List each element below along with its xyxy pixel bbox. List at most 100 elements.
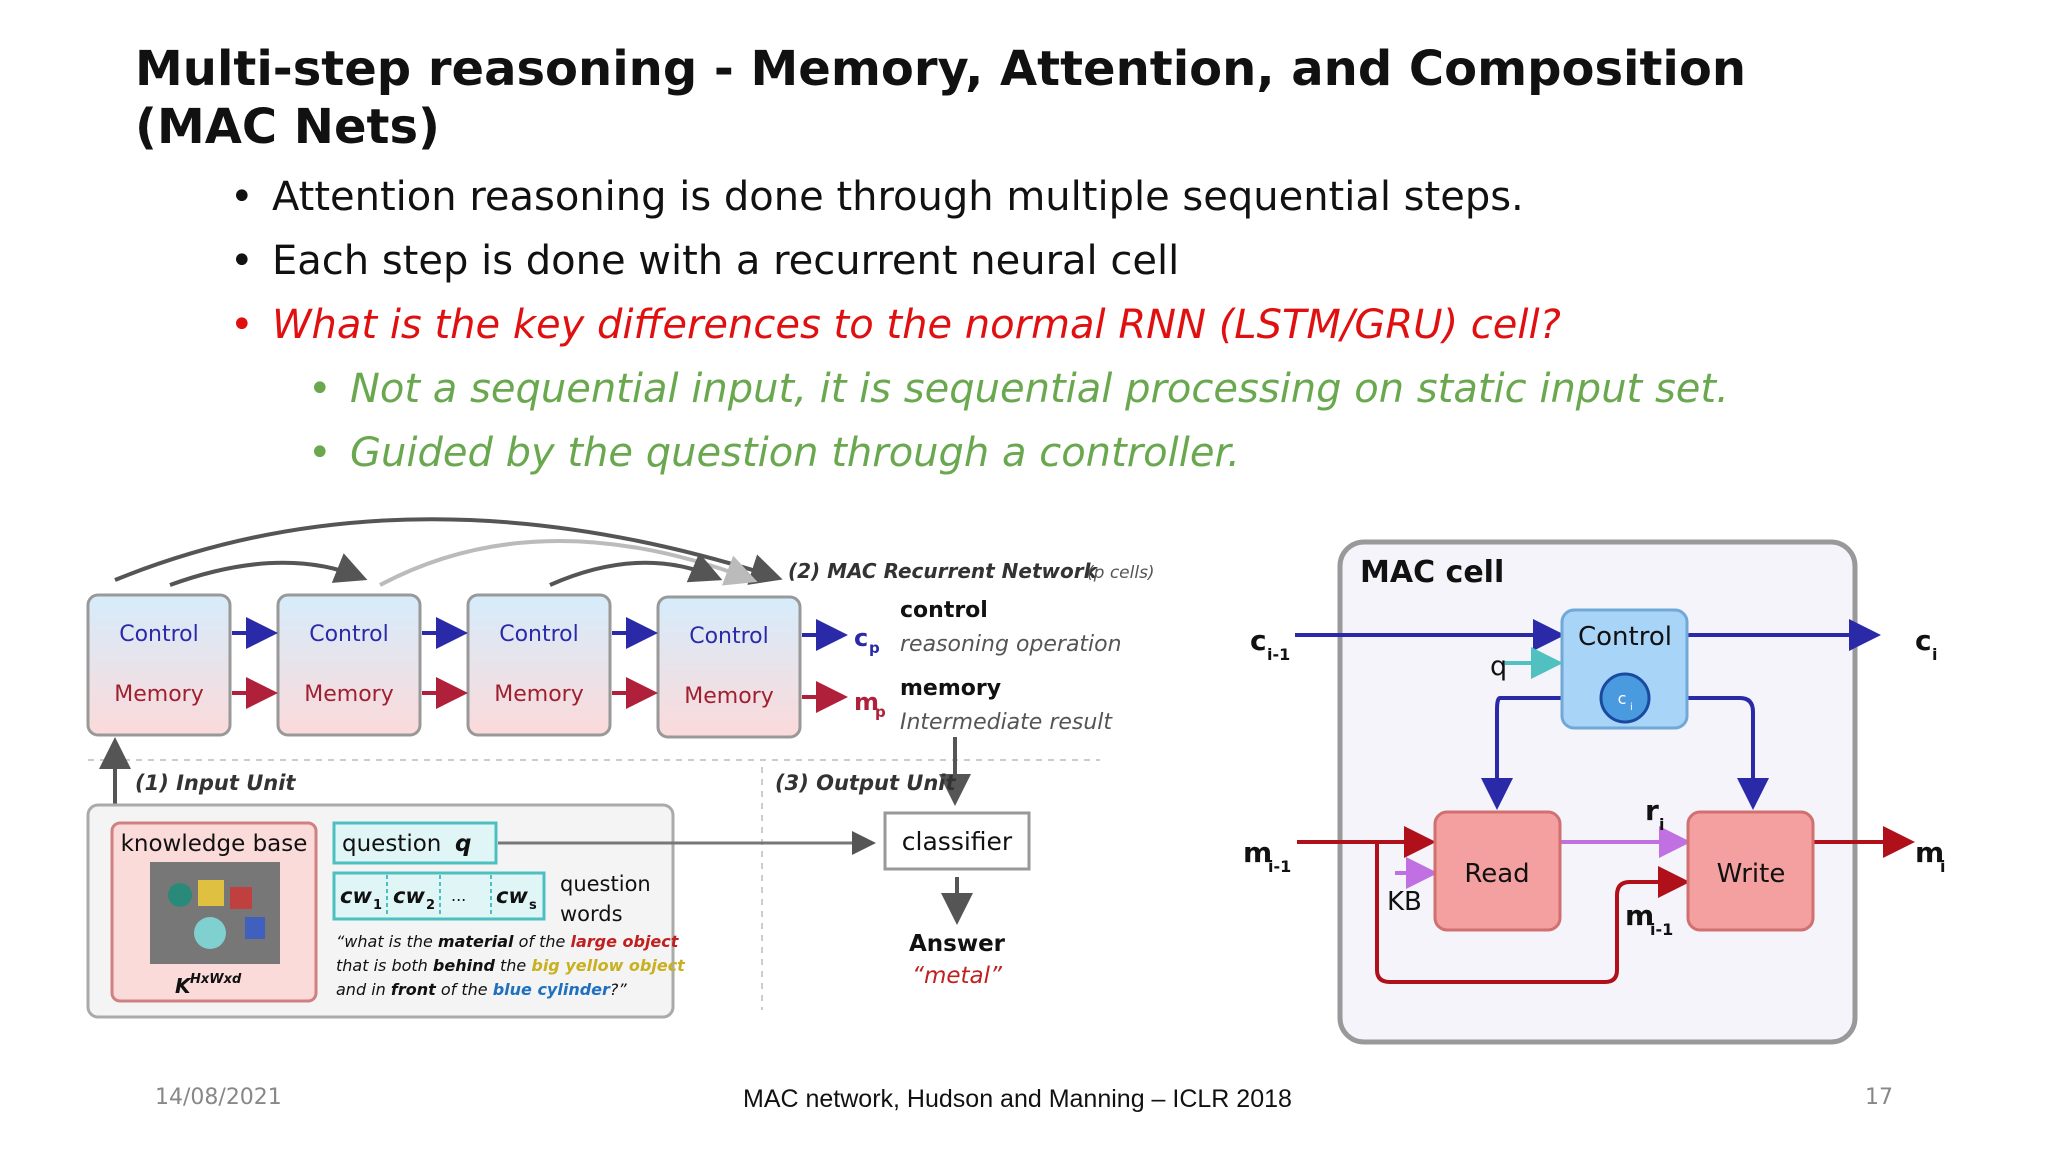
control-legend: control — [900, 598, 988, 623]
r-sub: i — [1659, 815, 1664, 834]
recurrent-network-sub: (p cells) — [1087, 563, 1155, 583]
cell-memory-label: Memory — [684, 684, 773, 709]
cw-token: cw — [340, 884, 372, 908]
m-inner-label: m — [1625, 899, 1654, 932]
output-unit-label: (3) Output Unit — [775, 771, 956, 795]
footer-page-number: 17 — [1865, 1085, 1893, 1110]
bullet-list: •Attention reasoning is done through mul… — [230, 165, 1729, 485]
cell-memory-label: Memory — [114, 682, 203, 707]
mp-subscript: p — [875, 703, 886, 721]
recurrent-network-label: (2) MAC Recurrent Network — [788, 559, 1099, 583]
scene-object — [194, 917, 226, 949]
answer-label: Answer — [909, 931, 1006, 957]
cw-sub: s — [529, 898, 537, 913]
question-words: cw 1 cw 2 ... cw s — [332, 871, 546, 921]
scene-object — [245, 917, 265, 939]
r-label: r — [1645, 794, 1659, 827]
scene-image — [150, 862, 280, 964]
cw-sub: 1 — [373, 898, 382, 913]
question-quote-line: “what is the material of the large objec… — [336, 932, 680, 951]
mac-cell-4: Control Memory — [656, 595, 802, 739]
arc — [169, 553, 368, 587]
question-quote-line: and in front of the blue cylinder?” — [336, 980, 627, 999]
control-box-label: Control — [1578, 622, 1672, 652]
cell-control-label: Control — [119, 622, 199, 647]
cw-token: cw — [496, 884, 528, 908]
input-unit-label: (1) Input Unit — [135, 771, 296, 795]
classifier-box: classifier — [883, 811, 1031, 871]
cell-memory-label: Memory — [494, 682, 583, 707]
bullet-text: What is the key differences to the norma… — [272, 302, 1561, 348]
cell-memory-label: Memory — [304, 682, 393, 707]
cp-subscript: p — [869, 639, 880, 657]
mac-cell-1: Control Memory — [86, 593, 232, 737]
answer-value: “metal” — [912, 963, 1003, 989]
sub-bullet-item: •Guided by the question through a contro… — [308, 430, 1240, 476]
m-prev-sub: i-1 — [1268, 857, 1291, 876]
m-prev-label: m — [1243, 836, 1272, 869]
cw-ellipsis: ... — [451, 886, 466, 905]
ci-node-label: c — [1618, 689, 1627, 708]
control-to-read-arrow — [1481, 696, 1625, 810]
memory-arrows — [232, 677, 848, 713]
cw-token: cw — [393, 884, 425, 908]
question-box: question q — [332, 821, 498, 865]
q-label: q — [1490, 651, 1507, 682]
mac-cell-2: Control Memory — [276, 593, 422, 737]
kb-label: KB — [1387, 887, 1422, 917]
mp-symbol: m — [854, 688, 879, 716]
kb-tensor: K — [175, 974, 192, 998]
cell-control-label: Control — [499, 622, 579, 647]
c-prev-sub: i-1 — [1267, 645, 1290, 664]
question-words-label: words — [560, 902, 623, 926]
scene-object — [168, 883, 192, 907]
knowledge-base-label: knowledge base — [121, 831, 308, 857]
sub-bullet-text: Guided by the question through a control… — [350, 430, 1240, 476]
mac-cell-3: Control Memory — [466, 593, 612, 737]
c-prev-label: c — [1250, 624, 1267, 657]
question-var: q — [455, 831, 471, 857]
m-prev-to-write-arrow — [1375, 842, 1690, 984]
c-out-sub: i — [1932, 645, 1937, 664]
m-inner-sub: i-1 — [1650, 920, 1673, 939]
control-to-write-arrow — [1625, 696, 1769, 810]
bullet-item: •Each step is done with a recurrent neur… — [230, 238, 1180, 284]
write-box-label: Write — [1717, 859, 1786, 889]
read-box-label: Read — [1464, 859, 1529, 889]
m-out-sub: i — [1940, 857, 1945, 876]
memory-legend: memory — [900, 676, 1001, 701]
mac-cell-title: MAC cell — [1360, 555, 1504, 590]
cp-symbol: c — [854, 624, 868, 652]
cell-control-label: Control — [689, 624, 769, 649]
ci-node-sub: i — [1630, 702, 1633, 713]
bullet-text: Attention reasoning is done through mult… — [272, 174, 1524, 220]
cell-control-label: Control — [309, 622, 389, 647]
footer-citation: MAC network, Hudson and Manning – ICLR 2… — [743, 1085, 1292, 1113]
knowledge-base: knowledge base K HxWxd — [110, 821, 318, 1003]
sub-bullet-text: Not a sequential input, it is sequential… — [350, 366, 1729, 412]
arc — [549, 552, 723, 587]
cw-sub: 2 — [426, 898, 435, 913]
memory-legend-desc: Intermediate result — [900, 710, 1113, 735]
control-legend-desc: reasoning operation — [900, 632, 1122, 657]
bullet-text: Each step is done with a recurrent neura… — [272, 238, 1180, 284]
skip-arc — [114, 517, 783, 585]
scene-object — [198, 880, 224, 906]
classifier-label: classifier — [902, 827, 1013, 856]
bullet-item-question: •What is the key differences to the norm… — [230, 302, 1561, 348]
write-box: Write — [1686, 810, 1815, 932]
bullet-item: •Attention reasoning is done through mul… — [230, 174, 1524, 220]
mac-cell-diagram: MAC cell Control c i q c i-1 c i Read Wr… — [1243, 539, 1945, 1045]
m-out-label: m — [1915, 836, 1944, 869]
read-box: Read — [1433, 810, 1562, 932]
question-words-label: question — [560, 872, 651, 896]
sub-bullet-item: •Not a sequential input, it is sequentia… — [308, 366, 1729, 412]
c-out-label: c — [1915, 624, 1932, 657]
control-box: Control c i — [1560, 608, 1689, 730]
ci-node — [1599, 672, 1651, 724]
footer-date: 14/08/2021 — [155, 1085, 282, 1110]
question-quote-line: that is both behind the big yellow objec… — [336, 956, 686, 975]
question-label: question — [342, 831, 441, 857]
slide-title: Multi-step reasoning - Memory, Attention… — [135, 41, 1747, 155]
scene-object — [230, 887, 252, 909]
